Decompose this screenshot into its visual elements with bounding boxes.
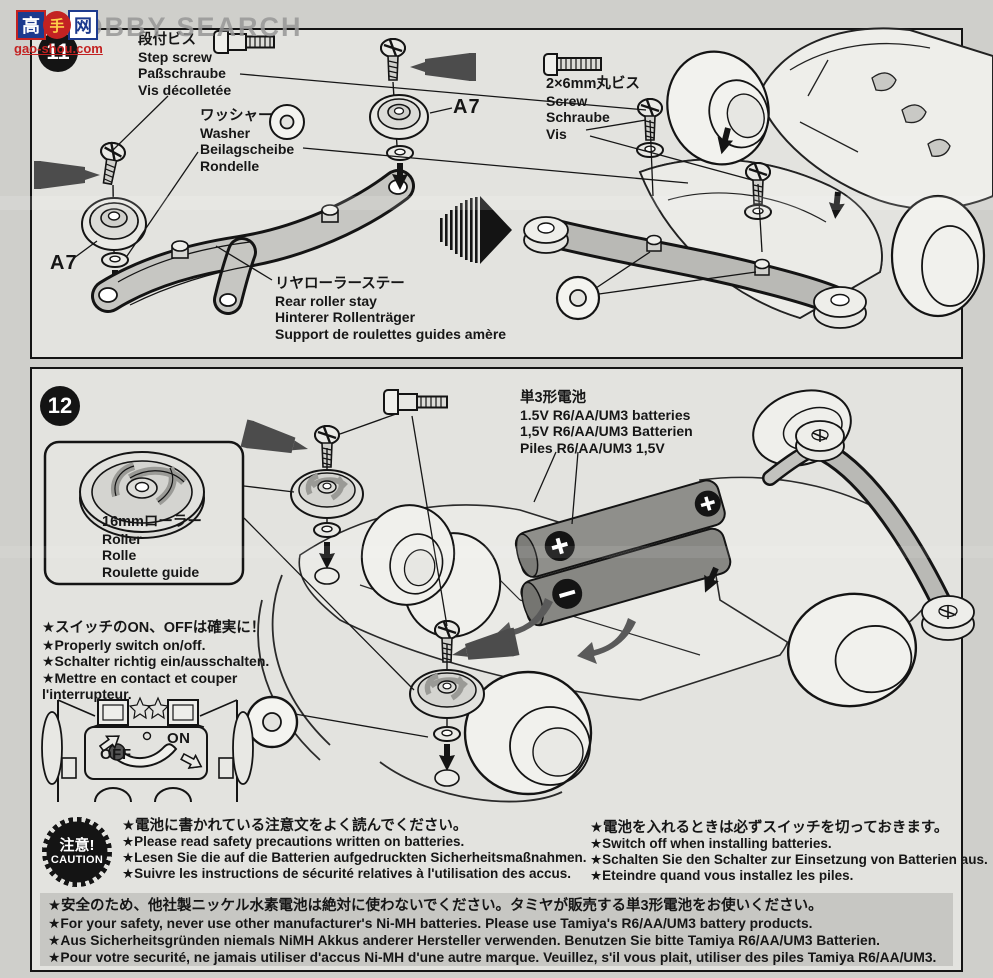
step-screw-label-jp: 段付ビス [138,32,196,48]
watermark-logo-right: 网 [68,10,98,40]
switch-note: ★スイッチのON、OFFは確実に！ ★Properly switch on/of… [42,620,269,703]
round-screw-label-en: Screw [546,92,588,109]
switch-note-fr1: ★Mettre en contact et couper [42,669,238,686]
washer-label: ワッシャー Washer Beilagscheibe Rondelle [200,108,294,174]
roller-stay-label-de: Hinterer Rollenträger [275,309,416,325]
step-screw-label-en: Step screw [138,48,212,65]
watermark-url: gao-shou.com [14,41,103,56]
roller-stay-label-fr: Support de roulettes guides amère [275,325,507,342]
roller-stay-label: リヤローラーステー Rear roller stay Hinterer Roll… [275,276,506,342]
washer-label-fr: Rondelle [200,157,260,174]
switch-off-label: OFF [100,746,132,763]
battery-label-jp: 単3形電池 [520,390,587,406]
switch-on-label: ON [167,730,191,747]
caution-badge-en: CAUTION [50,854,104,866]
switch-note-de: ★Schalter richtig ein/ausschalten. [42,653,270,669]
switch-note-jp: ★スイッチのON、OFFは確実に！ [42,620,266,636]
step-11-number: 11 [46,39,70,64]
step-screw-label-de: Paßschraube [138,65,226,81]
round-screw-label-de: Schraube [546,109,610,125]
step-12-badge: 12 [40,386,80,426]
watermark-logo: 高 手 网 [16,10,98,40]
switch-note-en: ★Properly switch on/off. [42,636,206,653]
roller-16mm-label-jp: 16mmローラー [102,514,202,530]
washer-label-en: Washer [200,124,251,141]
switch-note-fr2: l'interrupteur. [42,686,132,702]
step-screw-label: 段付ビス Step screw Paßschraube Vis décollet… [138,32,231,98]
roller-16mm-label-de: Rolle [102,547,137,563]
caution-badge-jp: 注意! [59,837,95,854]
watermark: HOBBY SEARCH 高 手 网 gao-shou.com [8,4,488,64]
battery-label-fr: Piles R6/AA/UM3 1,5V [520,439,665,456]
battery-label-de: 1,5V R6/AA/UM3 Batterien [520,423,693,439]
watermark-logo-hand-icon: 手 [43,11,71,39]
watermark-logo-left: 高 [16,10,46,40]
roller-16mm-label: 16mmローラー Roller Rolle Roulette guide [102,514,202,580]
part-code-a7: A7 [453,96,481,118]
roller-16mm-label-fr: Roulette guide [102,563,200,580]
battery-label: 単3形電池 1.5V R6/AA/UM3 batteries 1,5V R6/A… [520,390,693,456]
caution-badge: 注意! CAUTION [42,817,112,887]
step-screw-label-fr: Vis décolletée [138,81,232,98]
round-screw-label-jp: 2×6mm丸ビス [546,76,640,92]
roller-stay-label-en: Rear roller stay [275,292,377,309]
battery-caution-left: ★電池に書かれている注意文をよく読んでください。 ★Please read sa… [122,818,587,881]
battery-label-en: 1.5V R6/AA/UM3 batteries [520,406,691,423]
battery-caution-right: ★電池を入れるときは必ずスイッチを切っておきます。 ★Switch off wh… [590,820,988,883]
part-code-a7: A7 [50,252,78,274]
round-screw-label: 2×6mm丸ビス Screw Schraube Vis [546,76,640,142]
roller-stay-label-jp: リヤローラーステー [275,276,405,292]
nimh-warning-box: ★安全のため、他社製ニッケル水素電池は絶対に使わないでください。タミヤが販売する… [40,893,953,966]
washer-label-de: Beilagscheibe [200,141,295,157]
round-screw-label-fr: Vis [546,125,567,142]
step-12-number: 12 [47,393,73,418]
roller-16mm-label-en: Roller [102,530,142,547]
washer-label-jp: ワッシャー [200,108,273,124]
